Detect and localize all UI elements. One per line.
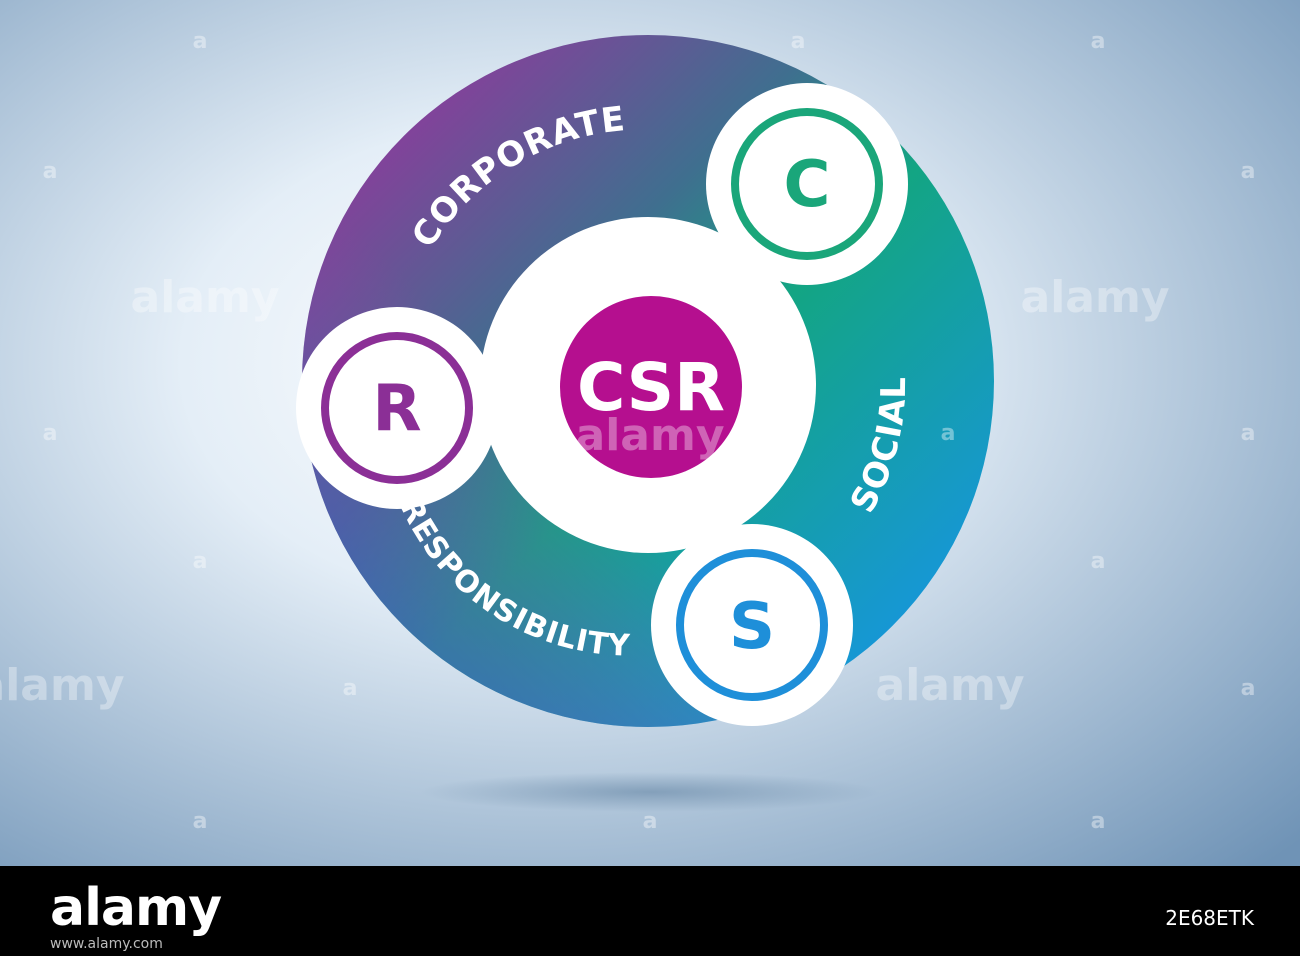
badge-c: C	[706, 83, 908, 285]
badge-s-letter: S	[729, 590, 775, 664]
watermark-glyph: a	[1091, 809, 1106, 834]
watermark-glyph: a	[193, 29, 208, 54]
footer-logo[interactable]: alamy	[50, 878, 222, 938]
diagram-stage: C S R CSR CORPORATE SOCIAL RESPONSIBILIT…	[0, 0, 1300, 866]
watermark-glyph: a	[343, 676, 358, 701]
badge-s-ring	[676, 549, 828, 701]
watermark: alamy	[576, 410, 725, 461]
watermark: alamy	[1021, 272, 1170, 323]
csr-circle	[560, 296, 742, 478]
badge-r-ring	[321, 332, 473, 484]
watermark-glyph: a	[791, 29, 806, 54]
watermark-glyph: a	[1241, 676, 1256, 701]
watermark-glyph: a	[1091, 549, 1106, 574]
csr-label: CSR	[577, 349, 725, 426]
watermark-glyph: a	[193, 809, 208, 834]
watermark-glyph: a	[1091, 29, 1106, 54]
watermark: alamy	[876, 660, 1025, 711]
badge-r: R	[296, 307, 498, 509]
drop-shadow	[420, 772, 880, 812]
watermark-glyph: a	[1241, 421, 1256, 446]
watermark-glyph: a	[193, 549, 208, 574]
footer-bar: alamy 2E68ETK www.alamy.com	[0, 866, 1300, 956]
badge-r-letter: R	[372, 372, 421, 446]
watermark-glyph: a	[43, 421, 58, 446]
watermark-glyph: a	[941, 421, 956, 446]
watermark: alamy	[131, 272, 280, 323]
badge-s: S	[651, 524, 853, 726]
image-id: 2E68ETK	[1165, 906, 1254, 930]
watermark-glyph: a	[643, 809, 658, 834]
watermark-glyph: a	[1241, 159, 1256, 184]
watermark-glyph: a	[43, 159, 58, 184]
watermark: alamy	[0, 660, 125, 711]
watermark-layer: alamy alamy alamy alamy alamy a a a a a …	[0, 29, 1255, 834]
badge-c-ring	[731, 108, 883, 260]
badge-c-letter: C	[784, 148, 831, 222]
footer-url[interactable]: www.alamy.com	[50, 936, 163, 952]
csr-diagram: C S R CSR CORPORATE SOCIAL RESPONSIBILIT…	[0, 0, 1300, 866]
